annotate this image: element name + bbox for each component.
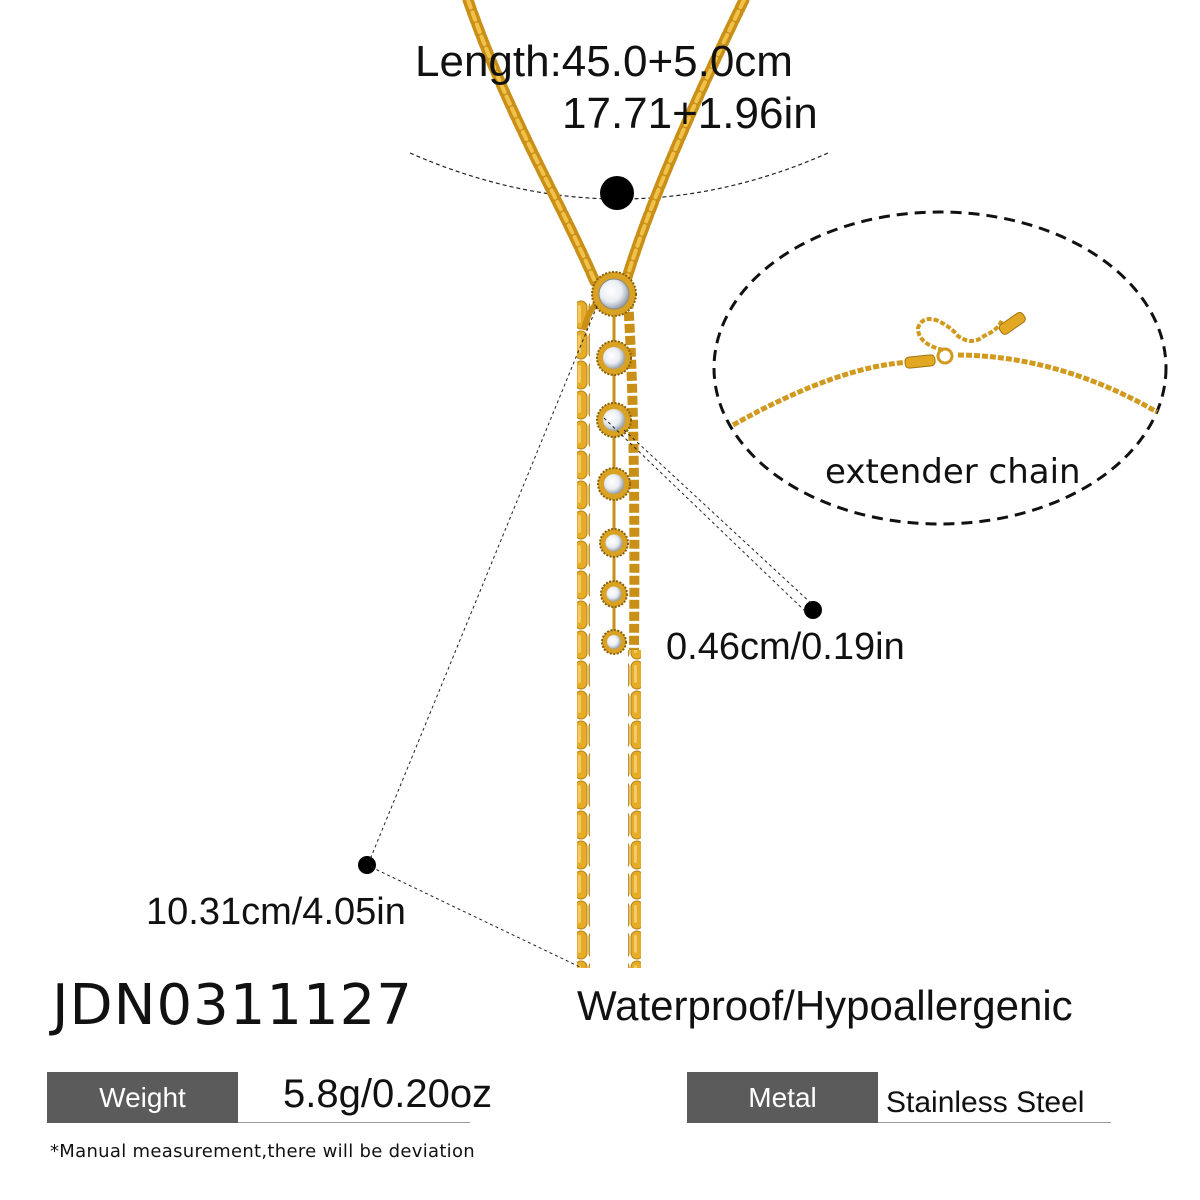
metal-label: Metal [687, 1072, 878, 1123]
weight-value: 5.8g/0.20oz [283, 1072, 493, 1116]
tassel-leader-top [368, 305, 598, 863]
connector-stone [591, 271, 637, 317]
stone-leader-top [623, 429, 814, 606]
stone-size-label: 0.46cm/0.19in [666, 626, 905, 668]
tassel-chain-left [577, 300, 590, 968]
extender-ellipse [712, 210, 1168, 526]
stone-leader-bottom [603, 417, 807, 613]
metal-divider [878, 1122, 1111, 1123]
weight-divider [238, 1122, 470, 1123]
tassel-marker [358, 856, 376, 874]
metal-value: Stainless Steel [886, 1086, 1085, 1119]
extender-chain-label: extender chain [825, 452, 1081, 492]
neck-marker [600, 176, 634, 210]
tassel-length-label: 10.31cm/4.05in [146, 891, 406, 933]
weight-label: Weight [47, 1072, 238, 1123]
product-sku: JDN0311127 [52, 973, 413, 1038]
drop-stones [596, 316, 632, 655]
length-cm-label: Length:45.0+5.0cm [415, 37, 793, 86]
measurement-footnote: *Manual measurement,there will be deviat… [50, 1141, 476, 1162]
stone-marker [804, 601, 822, 619]
length-in-label: 17.71+1.96in [562, 89, 818, 138]
tassel-chain-right [628, 650, 641, 968]
extender-chain-illustration [731, 311, 1159, 428]
product-features: Waterproof/Hypoallergenic [577, 982, 1073, 1029]
tassel-leader-bottom [370, 866, 583, 969]
